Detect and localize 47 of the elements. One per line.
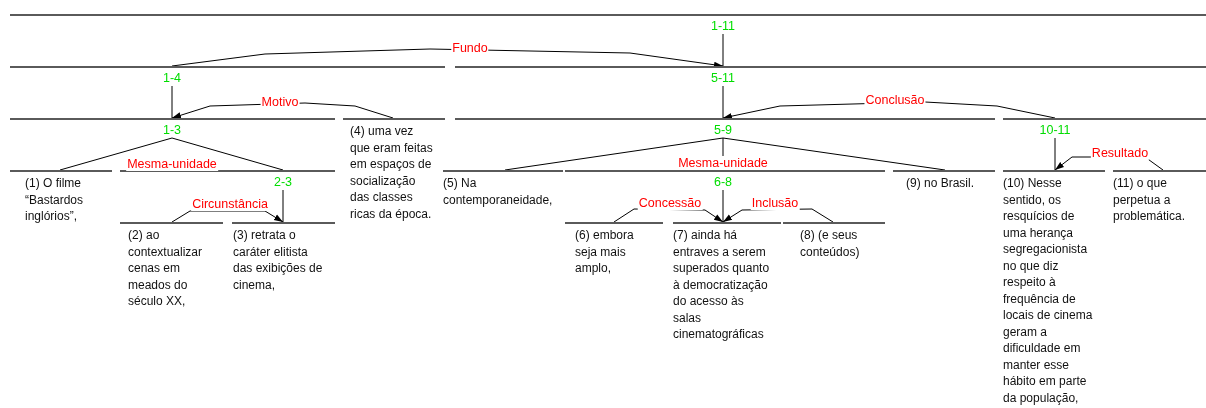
connector-line	[1054, 137, 1056, 171]
segment-text: (7) ainda há entraves a serem superados quanto à democratização do acesso às salas cinematográficas	[673, 227, 771, 343]
span-label: 1-4	[162, 71, 182, 86]
segment-text: (6) embora seja mais amplo,	[575, 227, 635, 277]
segment-bar	[10, 170, 112, 226]
relation-label: Mesma-unidade	[126, 157, 218, 171]
segment-text: (5) Na contemporaneidade,	[443, 175, 554, 208]
relation-label: Inclusão	[750, 196, 800, 210]
segment-bar	[1113, 170, 1206, 226]
connector-line	[722, 137, 946, 171]
span-label: 5-11	[710, 71, 736, 86]
segment-text: (11) o que perpetua a problemática.	[1113, 175, 1187, 225]
relation-label: Circunstância	[191, 197, 269, 211]
connector-line	[59, 137, 173, 171]
connector-line	[722, 85, 724, 119]
span-label: 10-11	[1039, 123, 1071, 138]
segment-bar	[783, 222, 885, 261]
segment-bar	[343, 118, 445, 223]
segment-bar	[232, 222, 335, 294]
relation-label: Conclusão	[864, 93, 926, 107]
span-label: 5-9	[713, 123, 733, 138]
connector-line	[171, 137, 284, 171]
segment-text: (1) O filme “Bastardos inglórios”,	[25, 175, 85, 225]
segment-bar	[443, 170, 563, 209]
connector-line	[722, 189, 724, 223]
connector-line	[171, 85, 173, 119]
segment-text: (2) ao contextualizar cenas em meados do século XX,	[128, 227, 204, 310]
relation-label: Mesma-unidade	[677, 156, 769, 170]
segment-text: (8) (e seus conteúdos)	[800, 227, 861, 260]
segment-bar	[893, 170, 995, 193]
span-label: 6-8	[713, 175, 733, 190]
relation-label: Fundo	[451, 41, 489, 55]
segment-text: (3) retrata o caráter elitista das exibições de cinema,	[233, 227, 324, 293]
span-label: 1-3	[162, 123, 182, 138]
span-label: 2-3	[273, 175, 293, 190]
segment-text: (10) Nesse sentido, os resquícios de uma herança segregacionista no que diz respeito à frequência de locais de cinema geram a dificuldade em manter esse hábito em parte da população,	[1003, 175, 1094, 406]
span-label: 1-11	[710, 19, 736, 34]
relation-arrow	[171, 210, 284, 223]
segment-text: (4) uma vez que eram feitas em espaços de socialização das classes ricas da época.	[350, 123, 434, 222]
segment-text: (9) no Brasil.	[906, 175, 976, 192]
connector-line	[722, 33, 724, 67]
relation-label: Motivo	[260, 95, 300, 109]
connector-line	[504, 137, 724, 171]
relation-label: Concessão	[637, 196, 703, 210]
connector-line	[282, 189, 284, 223]
relation-label: Resultado	[1090, 146, 1150, 160]
relation-arrow	[171, 48, 724, 68]
